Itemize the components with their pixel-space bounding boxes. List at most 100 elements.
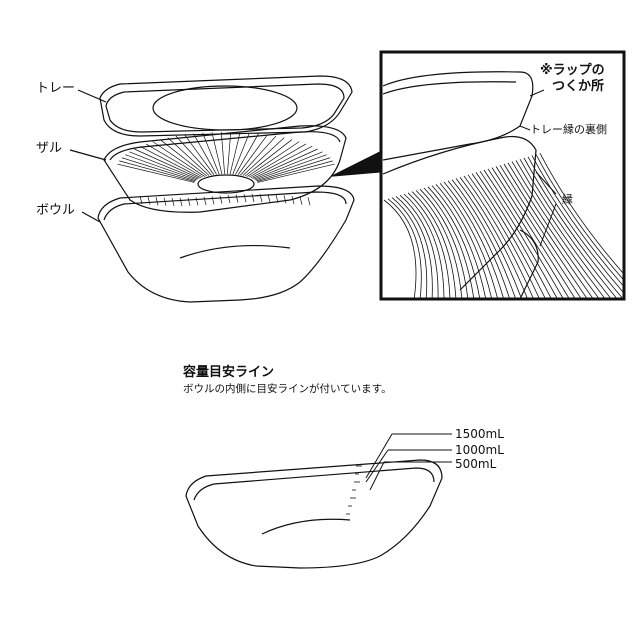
colander-slot <box>256 160 333 182</box>
colander-slot <box>119 160 196 182</box>
detail-colander-slot <box>447 180 510 298</box>
detail-view-box <box>379 50 626 301</box>
colander-slot <box>159 139 208 177</box>
colander-slot <box>240 135 277 176</box>
colander-slot <box>299 196 303 205</box>
capacity-description: ボウルの内側に目安ラインが付いています。 <box>183 383 392 395</box>
colander-slot <box>247 141 300 177</box>
detail-colander-slot <box>495 166 582 298</box>
detail-colander-slot <box>507 162 600 298</box>
detail-colander-slot <box>455 178 522 298</box>
colander-slot <box>291 196 295 205</box>
label-bowl: ボウル <box>36 203 76 218</box>
colander-slot <box>251 193 255 203</box>
detail-colander-slot <box>415 190 463 298</box>
capacity-title: 容量目安ライン <box>183 365 275 380</box>
colander-slot <box>129 151 199 180</box>
label-colander: ザル <box>36 141 63 156</box>
detail-colander-slot <box>499 164 588 298</box>
detail-colander-slot <box>531 155 623 287</box>
detail-colander-slot <box>411 191 457 298</box>
detail-colander-slot <box>511 161 605 298</box>
colander-slot <box>250 146 313 179</box>
detail-colander-slot <box>535 154 623 280</box>
colander-slot <box>193 133 217 175</box>
detail-colander-slot <box>435 184 492 298</box>
colander-slot <box>175 135 212 176</box>
callout-title-line1: ※ラップの <box>540 63 605 78</box>
detail-colander-slot <box>423 187 475 298</box>
colander-slot <box>232 132 250 175</box>
colander-slot <box>219 195 223 204</box>
colander-slot <box>167 137 210 176</box>
colander-slot <box>121 157 196 182</box>
tray-drawing <box>99 75 353 137</box>
detail-colander-slot <box>523 157 623 298</box>
detail-colander-slot <box>459 176 528 298</box>
capacity-label-1500: 1500mL <box>455 427 504 441</box>
colander-slot <box>117 163 195 183</box>
colander-slot <box>257 163 335 183</box>
colander-slot <box>187 197 191 206</box>
colander-slot <box>145 143 203 178</box>
detail-colander-slot <box>403 193 445 298</box>
detail-colander-slot <box>431 185 486 298</box>
colander-slot <box>242 137 285 176</box>
colander-slot <box>255 154 327 181</box>
colander-slot <box>227 132 232 175</box>
colander-slot <box>152 141 205 177</box>
capacity-label-1000: 1000mL <box>455 443 504 457</box>
colander-slot <box>155 197 159 206</box>
colander-slot <box>275 194 279 203</box>
detail-colander-slot <box>483 169 564 298</box>
colander-slot <box>125 154 197 181</box>
detail-colander-slot <box>471 173 546 298</box>
capacity-tick-marks <box>346 465 362 515</box>
bowl-drawing <box>97 185 355 303</box>
detail-colander-slot <box>491 167 576 298</box>
callout-title-line2: つくか所 <box>552 79 605 94</box>
detail-colander-slot <box>419 188 469 298</box>
detail-colander-slot <box>391 197 428 298</box>
detail-colander-slot <box>479 170 558 298</box>
detail-colander-slot <box>427 186 481 298</box>
detail-colander-slot <box>439 182 498 298</box>
colander-slot <box>220 132 225 175</box>
detail-colander-slot <box>487 168 570 298</box>
detail-colander-slot <box>443 181 504 298</box>
colander-drawing <box>103 125 347 213</box>
detail-colander-slot <box>515 160 611 298</box>
detail-colander-slot <box>395 196 433 298</box>
colander-slot <box>211 132 223 175</box>
colander-slot <box>237 134 268 175</box>
capacity-label-500: 500mL <box>455 457 497 471</box>
capacity-bowl-drawing <box>185 433 452 569</box>
colander-slot <box>203 196 207 205</box>
colander-slot <box>184 134 215 175</box>
detail-colander-slot <box>463 175 534 298</box>
detail-colander-slot <box>451 179 516 298</box>
colander-slot <box>249 143 307 178</box>
detail-colander-slot <box>503 163 594 298</box>
detail-colander-slot <box>387 198 422 298</box>
colander-slot <box>139 146 202 179</box>
detail-colander-slot <box>519 159 617 298</box>
label-rim: 縁 <box>562 193 573 206</box>
colander-slot <box>195 197 199 206</box>
colander-slot <box>147 196 151 205</box>
detail-colander-slot <box>467 174 540 298</box>
colander-slot <box>244 139 293 177</box>
colander-slot <box>202 132 220 175</box>
colander-slot <box>235 133 259 175</box>
colander-slot <box>134 148 200 179</box>
colander-slot <box>243 194 247 203</box>
colander-slot <box>252 148 318 179</box>
detail-colander-slot <box>399 194 439 298</box>
colander-slot <box>229 132 241 175</box>
detail-colander-slot <box>475 172 552 298</box>
label-tray: トレー <box>36 81 76 96</box>
colander-slot <box>283 195 287 204</box>
colander-slot <box>253 151 323 180</box>
colander-slot <box>227 194 231 204</box>
